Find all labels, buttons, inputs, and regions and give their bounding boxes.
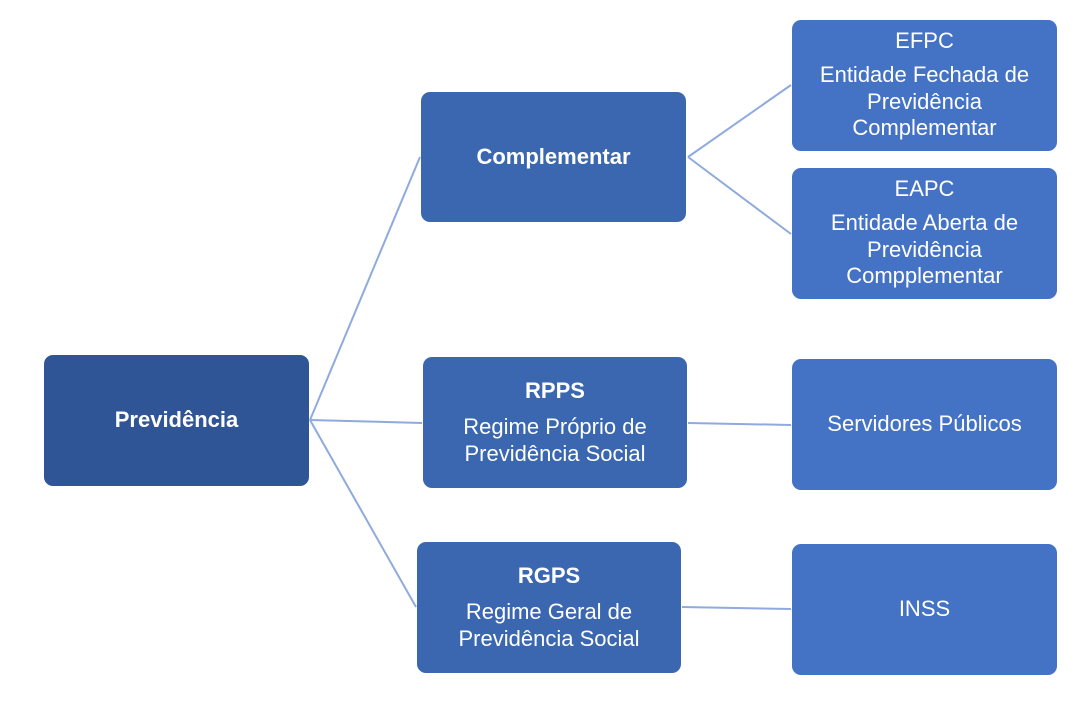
node-title: Previdência	[114, 407, 239, 433]
connector-rgps-inss	[681, 606, 792, 610]
node-previdencia: Previdência	[44, 355, 309, 486]
connector-previdencia-complementar	[309, 156, 421, 421]
node-title: RPPS	[525, 377, 585, 403]
node-eapc: EAPC Entidade Aberta de Previdência Comp…	[792, 168, 1057, 299]
node-title: EAPC	[894, 175, 955, 201]
node-servidores-publicos: Servidores Públicos	[792, 359, 1057, 490]
node-rgps: RGPS Regime Geral de Previdência Social	[417, 542, 681, 673]
node-title: INSS	[898, 596, 951, 622]
connector-complementar-eapc	[687, 156, 792, 235]
node-efpc: EFPC Entidade Fechada de Previdência Com…	[792, 20, 1057, 151]
node-title: RGPS	[517, 562, 581, 588]
node-rpps: RPPS Regime Próprio de Previdência Socia…	[423, 357, 687, 488]
connector-previdencia-rgps	[309, 419, 417, 608]
node-description: Entidade Fechada de Previdência Compleme…	[819, 62, 1030, 140]
node-description: Entidade Aberta de Previdência Comppleme…	[830, 210, 1019, 288]
connector-rpps-servidores	[687, 422, 792, 426]
node-title: EFPC	[895, 27, 954, 53]
node-title: Complementar	[476, 143, 631, 169]
node-title: Servidores Públicos	[827, 411, 1022, 437]
node-description: Regime Geral de Previdência Social	[458, 599, 640, 651]
connector-previdencia-rpps	[309, 419, 423, 424]
connector-complementar-efpc	[687, 84, 792, 158]
node-complementar: Complementar	[421, 92, 686, 222]
node-description: Regime Próprio de Previdência Social	[463, 414, 647, 466]
node-inss: INSS	[792, 544, 1057, 675]
